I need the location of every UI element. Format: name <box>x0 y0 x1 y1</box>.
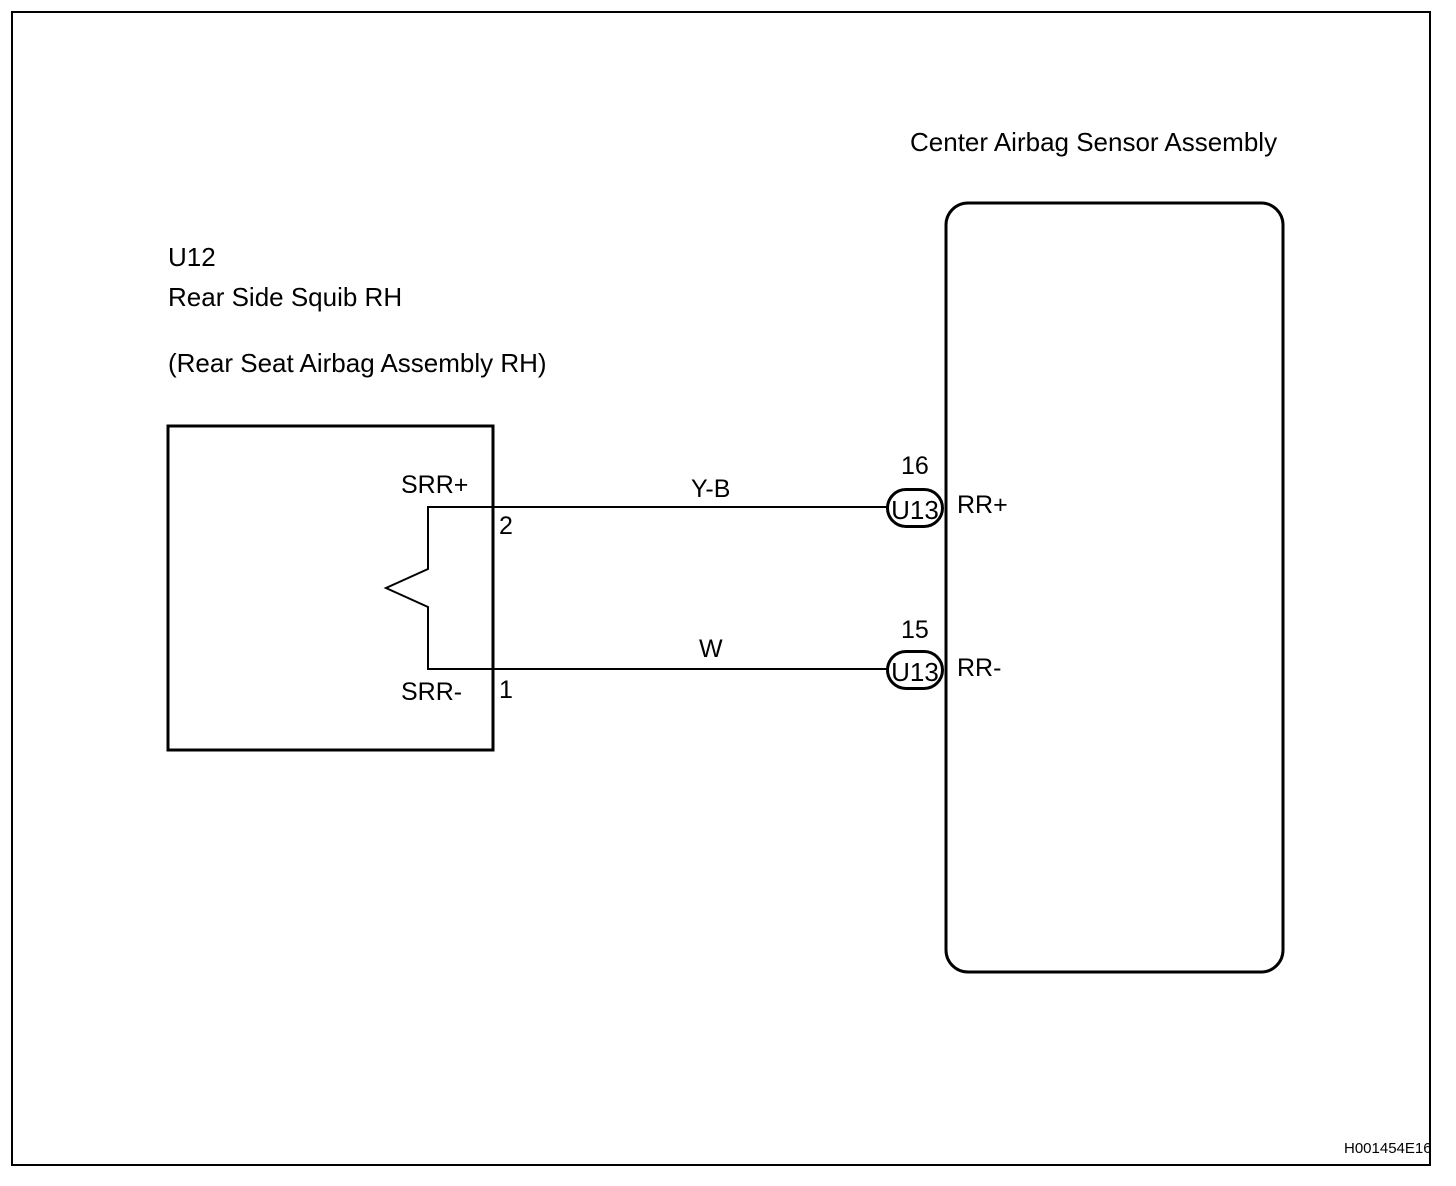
connector-pin-number: 15 <box>901 616 929 644</box>
squib-element <box>383 506 493 670</box>
connector-badge: U13 <box>886 488 944 528</box>
wire-color-code: Y-B <box>691 475 731 503</box>
sensor-pin-plus-label: RR+ <box>957 491 1008 519</box>
squib-pin-minus-label: SRR- <box>401 678 463 706</box>
squib-pin-plus-label: SRR+ <box>401 471 469 499</box>
sensor-name: Center Airbag Sensor Assembly <box>910 127 1278 157</box>
diagram-frame <box>11 11 1431 1166</box>
connector-badge: U13 <box>886 650 944 690</box>
squib-pin-plus-number: 2 <box>499 512 513 540</box>
squib-code: U12 <box>168 242 216 272</box>
squib-box <box>166 424 495 752</box>
sensor-pin-minus-label: RR- <box>957 654 1002 682</box>
connector-code: U13 <box>891 494 939 525</box>
connector-pin-number: 16 <box>901 452 929 480</box>
squib-name: Rear Side Squib RH <box>168 282 403 312</box>
figure-id: H001454E16 <box>1344 1140 1432 1157</box>
squib-pin-minus-number: 1 <box>499 676 513 704</box>
sensor-box <box>944 201 1285 974</box>
connector-code: U13 <box>891 656 939 687</box>
wire-color-code: W <box>699 635 723 663</box>
squib-assembly: (Rear Seat Airbag Assembly RH) <box>168 348 547 378</box>
